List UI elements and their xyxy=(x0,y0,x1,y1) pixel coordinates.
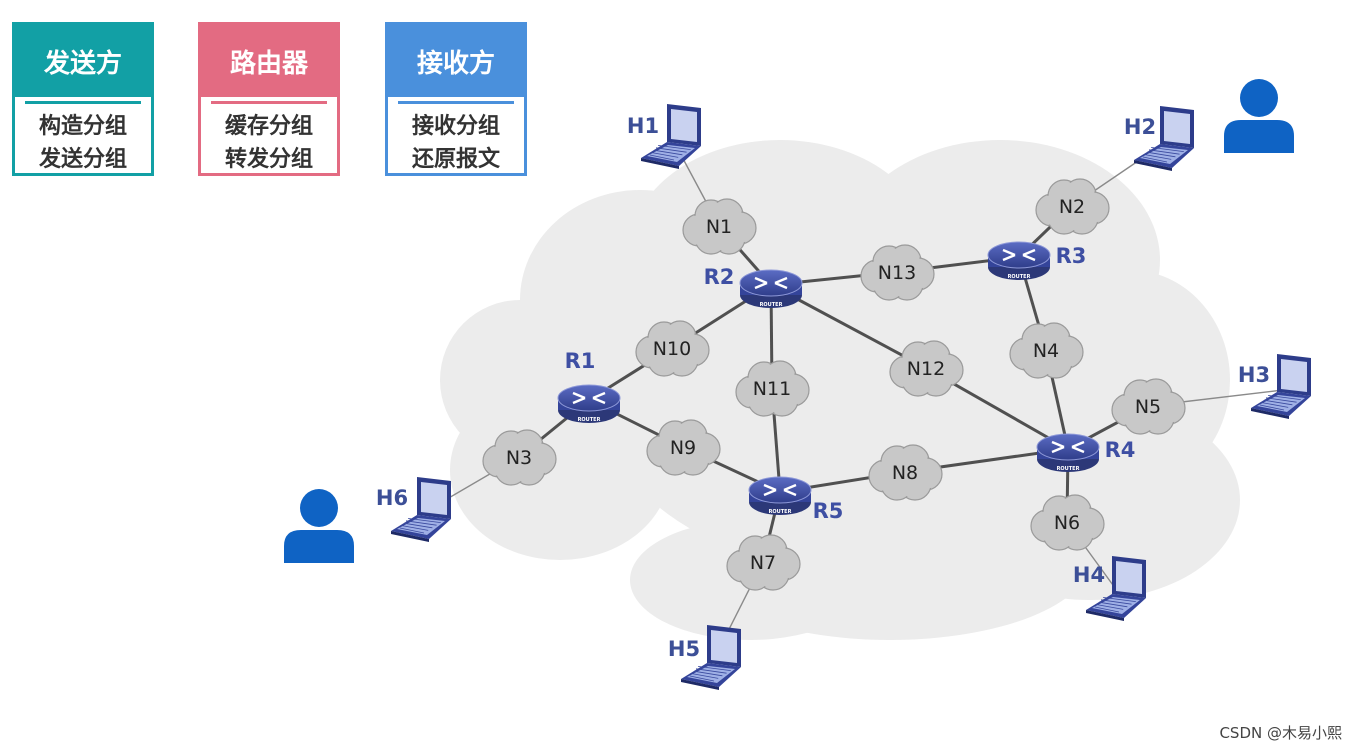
router-label: R3 xyxy=(1056,244,1087,268)
network-label: N4 xyxy=(1033,340,1059,362)
router-label: R4 xyxy=(1105,438,1136,462)
router-label: R1 xyxy=(565,349,596,373)
legend-card-sender: 发送方 构造分组 发送分组 xyxy=(12,22,154,176)
laptop-icon-h2 xyxy=(1134,106,1194,171)
legend-card-router: 路由器 缓存分组 转发分组 xyxy=(198,22,340,176)
network-cloud-n10: N10 xyxy=(635,320,710,377)
router-badge: ROUTER xyxy=(578,417,601,423)
router-badge: ROUTER xyxy=(760,302,783,308)
network-cloud-n1: N1 xyxy=(682,198,757,255)
legend-card-body: 接收分组 还原报文 xyxy=(398,101,514,176)
host-label: H3 xyxy=(1238,363,1270,387)
network-label: N10 xyxy=(653,338,691,360)
router-icon-r2: ROUTER xyxy=(739,269,803,308)
network-label: N3 xyxy=(506,447,532,469)
network-cloud-n13: N13 xyxy=(860,244,935,301)
network-cloud-n6: N6 xyxy=(1030,494,1105,551)
network-cloud-n3: N3 xyxy=(482,429,557,486)
network-label: N5 xyxy=(1135,396,1161,418)
receiver-user-icon xyxy=(1224,79,1294,153)
network-label: N12 xyxy=(907,358,945,380)
network-cloud-n8: N8 xyxy=(868,444,943,501)
network-label: N7 xyxy=(750,552,776,574)
nodes-layer: N1N2N3N4N5N6N7N8N9N10N11N12N13ROUTERR1RO… xyxy=(284,79,1311,690)
laptop-icon-h6 xyxy=(391,477,451,542)
router-icon-r3: ROUTER xyxy=(987,241,1051,280)
legend-card-title: 接收方 xyxy=(388,25,524,97)
host-label: H6 xyxy=(376,486,408,510)
legend-card-receiver: 接收方 接收分组 还原报文 xyxy=(385,22,527,176)
network-label: N13 xyxy=(878,262,916,284)
laptop-icon-h4 xyxy=(1086,556,1146,621)
network-cloud-n7: N7 xyxy=(726,534,801,591)
network-label: N8 xyxy=(892,462,918,484)
network-cloud-n5: N5 xyxy=(1111,378,1186,435)
legend-card-title: 路由器 xyxy=(201,25,337,97)
legend-card-line: 转发分组 xyxy=(224,147,313,172)
network-cloud-n2: N2 xyxy=(1035,178,1110,235)
legend-card-line: 发送分组 xyxy=(38,147,127,172)
network-label: N1 xyxy=(706,216,732,238)
router-icon-r5: ROUTER xyxy=(748,476,812,515)
network-cloud-n4: N4 xyxy=(1009,322,1084,379)
router-label: R2 xyxy=(704,265,735,289)
legend-card-line: 还原报文 xyxy=(411,147,500,172)
background-cloud-blob xyxy=(440,300,600,460)
legend-card-body: 缓存分组 转发分组 xyxy=(211,101,327,176)
legend-card-title: 发送方 xyxy=(15,25,151,97)
laptop-icon-h3 xyxy=(1251,354,1311,419)
network-cloud-n9: N9 xyxy=(646,419,721,476)
legend-card-line: 构造分组 xyxy=(38,114,127,139)
host-label: H1 xyxy=(627,114,659,138)
network-cloud-n11: N11 xyxy=(735,360,810,417)
router-label: R5 xyxy=(813,499,844,523)
network-label: N6 xyxy=(1054,512,1080,534)
legend-card-line: 缓存分组 xyxy=(224,114,313,139)
laptop-icon-h5 xyxy=(681,625,741,690)
network-cloud-n12: N12 xyxy=(889,340,964,397)
router-icon-r4: ROUTER xyxy=(1036,433,1100,472)
legend-card-line: 接收分组 xyxy=(411,114,500,139)
host-label: H2 xyxy=(1124,115,1156,139)
network-label: N9 xyxy=(670,437,696,459)
router-icon-r1: ROUTER xyxy=(557,384,621,423)
router-badge: ROUTER xyxy=(1057,466,1080,472)
network-label: N11 xyxy=(753,378,791,400)
sender-user-icon xyxy=(284,489,354,563)
host-label: H5 xyxy=(668,637,700,661)
laptop-icon-h1 xyxy=(641,104,701,169)
footer-watermark: CSDN @木易小熙 xyxy=(1219,724,1342,742)
router-badge: ROUTER xyxy=(1008,274,1031,280)
network-label: N2 xyxy=(1059,196,1085,218)
router-badge: ROUTER xyxy=(769,509,792,515)
legend-card-body: 构造分组 发送分组 xyxy=(25,101,141,176)
host-label: H4 xyxy=(1073,563,1105,587)
